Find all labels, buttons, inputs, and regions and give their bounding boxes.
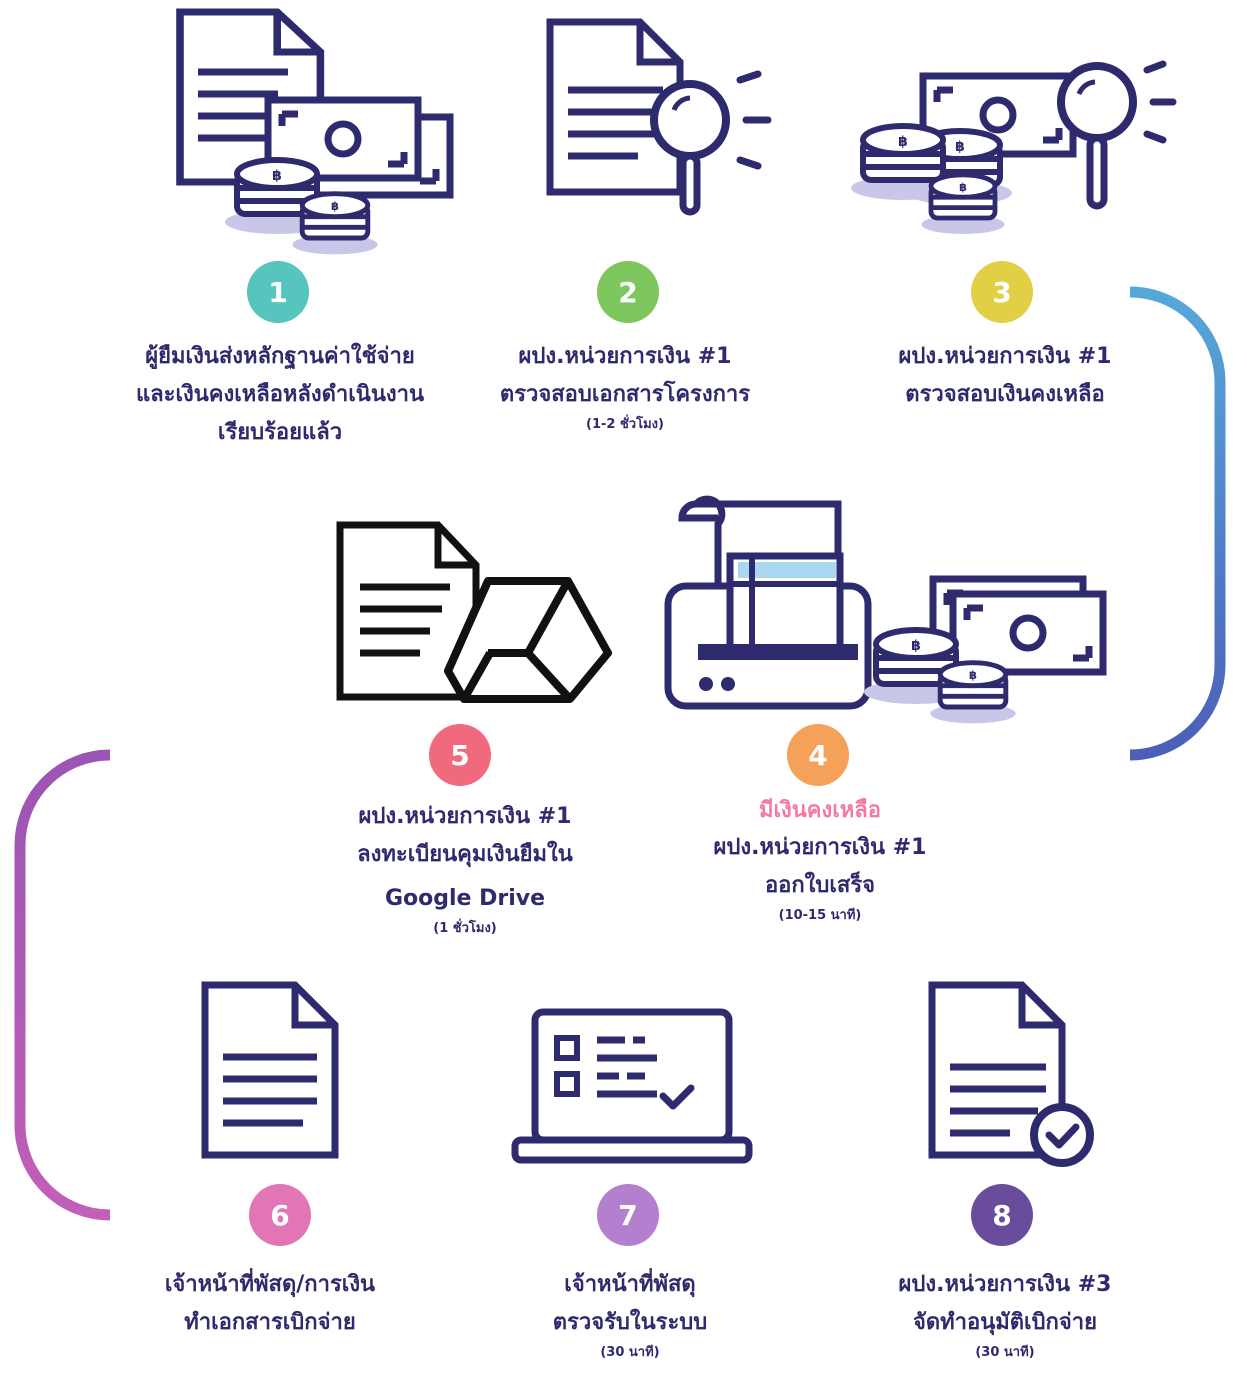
printer-receipt-money-icon <box>664 495 1103 723</box>
step-8-label: ผปง.หน่วยการเงิน #3 จัดทำอนุมัติเบิกจ่าย… <box>850 1266 1160 1364</box>
document-icon <box>205 985 335 1155</box>
step-1-line-1: ผู้ยืมเงินส่งหลักฐานค่าใช้จ่าย <box>145 344 415 369</box>
step-7-line-1: เจ้าหน้าที่พัสดุ <box>564 1272 696 1297</box>
document-money-coins-icon <box>180 12 450 254</box>
step-6-label: เจ้าหน้าที่พัสดุ/การเงิน ทำเอกสารเบิกจ่า… <box>110 1266 430 1342</box>
step-1-label: ผู้ยืมเงินส่งหลักฐานค่าใช้จ่าย และเงินคง… <box>100 338 460 452</box>
step-8-line-2: จัดทำอนุมัติเบิกจ่าย <box>912 1310 1097 1335</box>
step-1-number: 1 <box>268 276 287 309</box>
step-5-circle <box>429 724 491 786</box>
step-7-line-2: ตรวจรับในระบบ <box>552 1310 708 1335</box>
step-2-number: 2 <box>618 276 637 309</box>
step-5-label: ผปง.หน่วยการเงิน #1 ลงทะเบียนคุมเงินยืมใ… <box>300 798 630 940</box>
step-4-line-1: ผปง.หน่วยการเงิน #1 <box>713 835 927 860</box>
step-6-line-1: เจ้าหน้าที่พัสดุ/การเงิน <box>164 1272 376 1297</box>
step-5-duration: (1 ชั่วโมง) <box>433 921 497 936</box>
laptop-checklist-icon <box>511 1008 753 1164</box>
step-5-line-2: ลงทะเบียนคุมเงินยืมใน <box>357 842 573 867</box>
step-3-line-2: ตรวจสอบเงินคงเหลือ <box>905 382 1105 407</box>
step-5-number: 5 <box>450 739 469 772</box>
step-3-circle <box>971 261 1033 323</box>
step-4-marker: 4 <box>787 724 849 786</box>
step-4-duration: (10-15 นาที) <box>778 908 862 923</box>
step-2-line-2: ตรวจสอบเอกสารโครงการ <box>499 382 751 407</box>
step-6-line-2: ทำเอกสารเบิกจ่าย <box>184 1310 356 1335</box>
step-8-circle <box>971 1184 1033 1246</box>
step-8-line-1: ผปง.หน่วยการเงิน #3 <box>898 1272 1112 1297</box>
step-3-marker: 3 <box>971 261 1033 323</box>
step-2-duration: (1-2 ชั่วโมง) <box>586 417 664 432</box>
step-7-circle <box>597 1184 659 1246</box>
step-4-condition: มีเงินคงเหลือ <box>759 798 881 823</box>
step-4-line-2: ออกใบเสร็จ <box>764 873 876 898</box>
step-7-label: เจ้าหน้าที่พัสดุ ตรวจรับในระบบ (30 นาที) <box>480 1266 780 1364</box>
step-2-circle <box>597 261 659 323</box>
step-8-number: 8 <box>992 1199 1011 1232</box>
step-7-duration: (30 นาที) <box>600 1345 660 1360</box>
step-8-marker: 8 <box>971 1184 1033 1246</box>
step-2-line-1: ผปง.หน่วยการเงิน #1 <box>518 344 732 369</box>
document-approved-icon <box>932 985 1094 1167</box>
step-6-number: 6 <box>270 1199 289 1232</box>
step-4-label: มีเงินคงเหลือ ผปง.หน่วยการเงิน #1 ออกใบเ… <box>660 793 980 927</box>
document-magnifier-icon <box>550 22 772 216</box>
step-1-line-3: เรียบร้อยแล้ว <box>217 420 343 445</box>
step-7-marker: 7 <box>597 1184 659 1246</box>
step-5-marker: 5 <box>429 724 491 786</box>
step-6-circle <box>249 1184 311 1246</box>
step-2-marker: 2 <box>597 261 659 323</box>
step-3-label: ผปง.หน่วยการเงิน #1 ตรวจสอบเงินคงเหลือ <box>850 338 1160 414</box>
step-1-line-2: และเงินคงเหลือหลังดำเนินงาน <box>135 382 425 407</box>
step-5-line-3: Google Drive <box>384 886 546 911</box>
step-8-duration: (30 นาที) <box>975 1345 1035 1360</box>
step-5-line-1: ผปง.หน่วยการเงิน #1 <box>358 804 572 829</box>
document-google-drive-icon <box>336 521 612 703</box>
step-4-number: 4 <box>808 739 827 772</box>
step-1-circle <box>247 261 309 323</box>
step-7-number: 7 <box>618 1199 637 1232</box>
step-3-number: 3 <box>992 276 1011 309</box>
step-3-line-1: ผปง.หน่วยการเงิน #1 <box>898 344 1112 369</box>
step-4-circle <box>787 724 849 786</box>
money-coins-magnifier-icon <box>851 60 1177 234</box>
step-1-marker: 1 <box>247 261 309 323</box>
step-2-label: ผปง.หน่วยการเงิน #1 ตรวจสอบเอกสารโครงการ… <box>450 338 800 436</box>
step-6-marker: 6 <box>249 1184 311 1246</box>
